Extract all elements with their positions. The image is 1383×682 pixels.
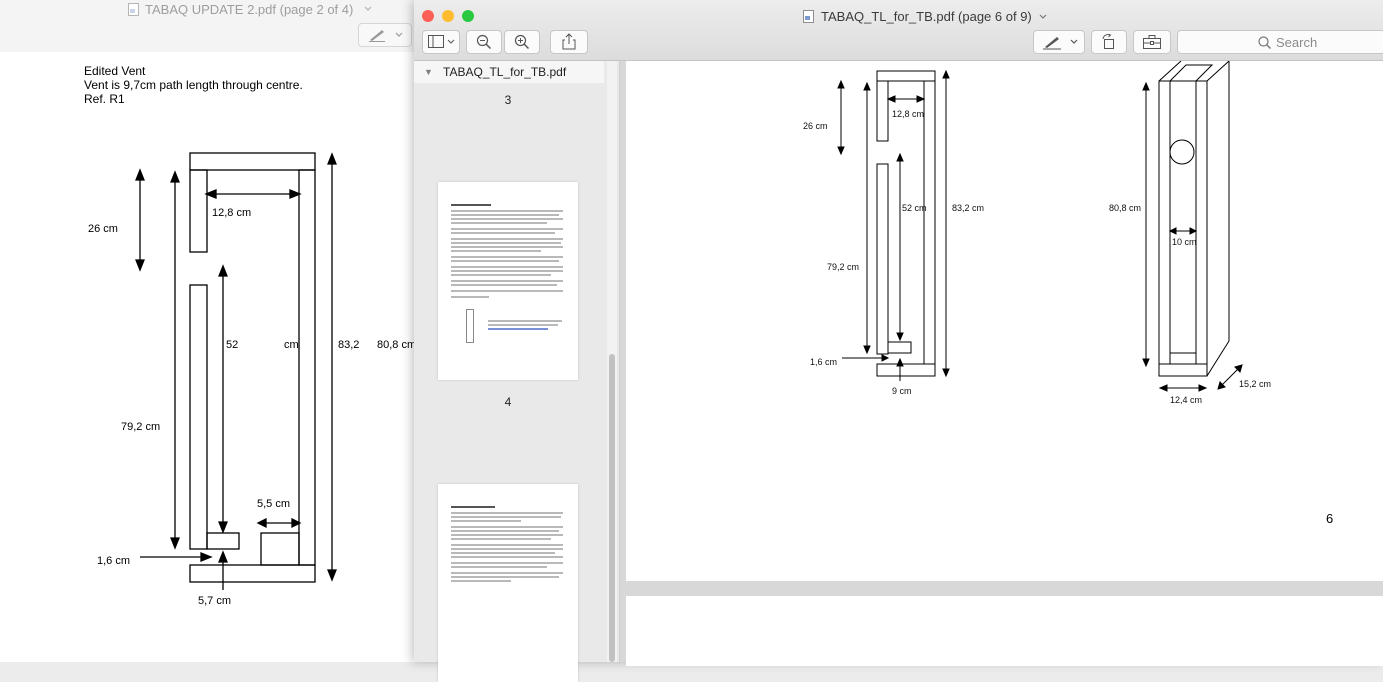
ref-text: Ref. R1: [84, 92, 125, 106]
close-button[interactable]: [422, 10, 434, 22]
sidebar-toggle-button[interactable]: [422, 30, 460, 54]
back-window-title: TABAQ UPDATE 2.pdf (page 2 of 4): [145, 2, 354, 17]
thumbnail-page-number: 3: [504, 93, 512, 107]
chevron-down-icon[interactable]: [364, 6, 372, 12]
thumbnail-page-number: 4: [504, 395, 512, 409]
search-field[interactable]: Search: [1177, 30, 1383, 54]
document-view[interactable]: 26 cm 12,8 cm 52 cm 83,2 cm 79,2 cm 1,6 …: [620, 61, 1383, 666]
zoom-in-icon: [514, 34, 530, 50]
sidebar-icon: [428, 35, 455, 48]
vent-diagram: [135, 152, 337, 590]
dim-12-4cm: 12,4 cm: [1170, 395, 1203, 405]
back-markup-button[interactable]: [358, 23, 412, 47]
thumbnail-sidebar[interactable]: ▼ TABAQ_TL_for_TB.pdf 3 4: [414, 61, 620, 682]
minimize-button[interactable]: [442, 10, 454, 22]
dim-52cm: 52 cm: [902, 203, 927, 213]
dim-52: 52: [226, 339, 239, 351]
dim-80-8cm: 80,8 cm: [1109, 203, 1142, 213]
dim-26cm: 26 cm: [88, 223, 118, 235]
sidebar-file-name: TABAQ_TL_for_TB.pdf: [443, 65, 567, 79]
rotate-icon: [1102, 34, 1114, 49]
page-number: 6: [1326, 511, 1334, 526]
pen-icon: [369, 30, 385, 42]
pdf-document-icon: [128, 3, 139, 16]
dim-26cm: 26 cm: [803, 121, 828, 131]
pdf-document-icon: [803, 10, 814, 23]
chevron-down-icon: [1070, 39, 1078, 44]
vent-technical-drawing: [837, 61, 1243, 392]
share-button[interactable]: [550, 30, 588, 54]
dim-5-7cm: 5,7 cm: [198, 595, 232, 607]
front-pdf-window[interactable]: TABAQ_TL_for_TB.pdf (page 6 of 9) Search: [414, 0, 1383, 682]
sidebar-file-row[interactable]: ▼ TABAQ_TL_for_TB.pdf: [414, 61, 604, 83]
chevron-down-icon[interactable]: [1039, 14, 1047, 20]
search-icon: [1258, 36, 1271, 49]
rotate-button[interactable]: [1091, 30, 1127, 54]
disclosure-triangle-icon[interactable]: ▼: [424, 67, 433, 77]
dim-1-6cm: 1,6 cm: [810, 357, 838, 367]
toolbox-icon: [1143, 35, 1161, 49]
chevron-down-icon: [395, 32, 403, 37]
dim-12-8cm: 12,8 cm: [892, 109, 925, 119]
search-placeholder: Search: [1276, 35, 1318, 50]
dim-cm: cm: [284, 339, 299, 351]
page-thumbnail-5[interactable]: [438, 484, 578, 682]
dim-12-8cm: 12,8 cm: [212, 207, 252, 219]
dim-83-2: 83,2: [338, 339, 360, 351]
zoom-out-icon: [476, 34, 492, 50]
toolbox-button[interactable]: [1133, 30, 1171, 54]
dim-79-2cm: 79,2 cm: [121, 421, 161, 433]
front-window-title: TABAQ_TL_for_TB.pdf (page 6 of 9): [821, 9, 1032, 24]
front-window-titlebar[interactable]: TABAQ_TL_for_TB.pdf (page 6 of 9) Search: [414, 0, 1383, 61]
pen-icon: [1043, 37, 1061, 50]
dim-1-6cm: 1,6 cm: [97, 555, 131, 567]
pdf-page-6: 26 cm 12,8 cm 52 cm 83,2 cm 79,2 cm 1,6 …: [626, 61, 1383, 581]
dim-9cm: 9 cm: [892, 386, 912, 396]
sidebar-scrollbar-thumb[interactable]: [609, 354, 615, 662]
markup-button[interactable]: [1033, 30, 1085, 54]
zoom-button[interactable]: [462, 10, 474, 22]
edited-vent-heading: Edited Vent: [84, 64, 146, 78]
dim-5-5cm: 5,5 cm: [257, 498, 291, 510]
dim-79-2cm: 79,2 cm: [827, 262, 860, 272]
dim-10cm: 10 cm: [1172, 237, 1197, 247]
dim-15-2cm: 15,2 cm: [1239, 379, 1272, 389]
zoom-out-button[interactable]: [466, 30, 502, 54]
vent-path-length-text: Vent is 9,7cm path length through centre…: [84, 78, 303, 92]
zoom-in-button[interactable]: [504, 30, 540, 54]
dim-80-8cm: 80,8 cm: [377, 339, 417, 351]
pdf-page-7: [626, 596, 1383, 666]
dim-83-2cm: 83,2 cm: [952, 203, 985, 213]
share-icon: [562, 33, 576, 50]
page-thumbnail-4[interactable]: [438, 182, 578, 380]
